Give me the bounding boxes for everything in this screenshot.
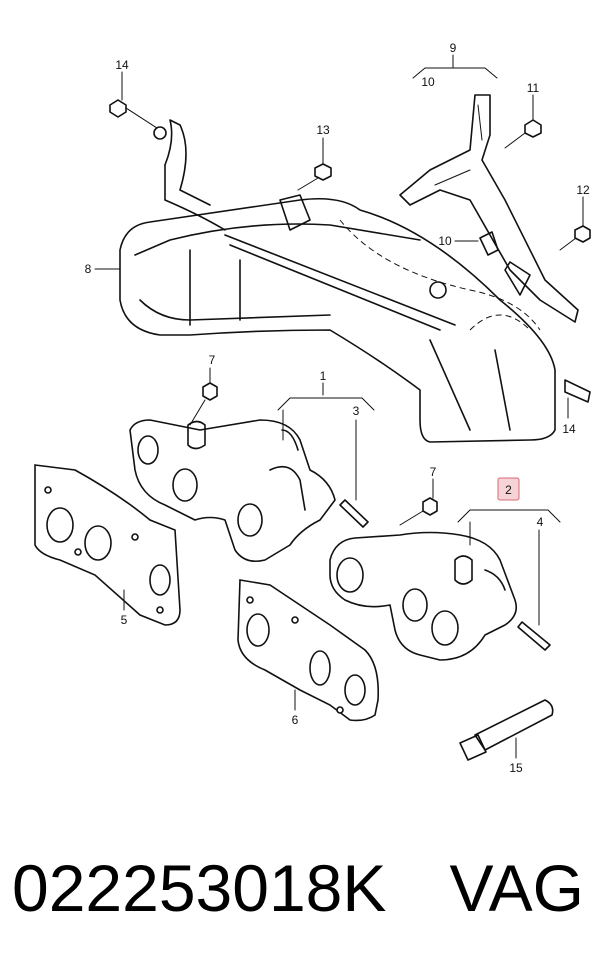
exhaust-manifold-1 [129, 419, 336, 563]
gasket-6 [237, 579, 380, 722]
nut-7-upper [189, 382, 218, 426]
callout-6: 6 [292, 713, 299, 727]
callout-2-highlight [497, 477, 520, 501]
callout-3: 3 [353, 404, 360, 418]
bracket [399, 94, 579, 323]
brand-label: VAG [449, 851, 584, 925]
stud-3 [339, 499, 369, 528]
footer: 022253018K VAG [0, 838, 600, 938]
callout-7-upper: 7 [209, 353, 216, 367]
callout-15: 15 [509, 761, 523, 775]
stud-4 [517, 621, 551, 651]
bolt-13 [297, 163, 332, 191]
bolt-11 [504, 119, 542, 149]
callout-10: 10 [438, 234, 452, 248]
callout-8: 8 [85, 262, 92, 276]
callout-1: 1 [320, 369, 327, 383]
callout-4: 4 [537, 515, 544, 529]
callout-12: 12 [576, 183, 590, 197]
callout-7-lower: 7 [430, 465, 437, 479]
part-number: 022253018K [12, 851, 387, 925]
heat-shield [119, 119, 556, 443]
callout-11: 11 [527, 81, 540, 95]
bolt-14-top [109, 99, 167, 140]
gasket-5 [34, 464, 181, 626]
exhaust-manifold-2 [329, 531, 518, 661]
callout-2: 2 [505, 483, 512, 497]
callout-14-top: 14 [115, 58, 129, 72]
callout-9: 9 [450, 41, 457, 55]
bolt-14-right [429, 281, 591, 403]
leader-lines [94, 54, 584, 759]
callout-10-top: 10 [421, 75, 435, 89]
exploded-parts-diagram: 14 9 10 11 13 12 10 8 7 1 3 14 7 2 4 5 6… [34, 41, 591, 775]
callout-14-right: 14 [562, 422, 576, 436]
callout-5: 5 [121, 613, 128, 627]
clip-10 [479, 231, 499, 256]
callout-labels: 14 9 10 11 13 12 10 8 7 1 3 14 7 2 4 5 6… [85, 41, 590, 775]
sealant-tube-15 [459, 699, 554, 761]
bolt-12 [559, 225, 591, 251]
nut-7-lower [399, 497, 438, 526]
callout-13: 13 [316, 123, 330, 137]
